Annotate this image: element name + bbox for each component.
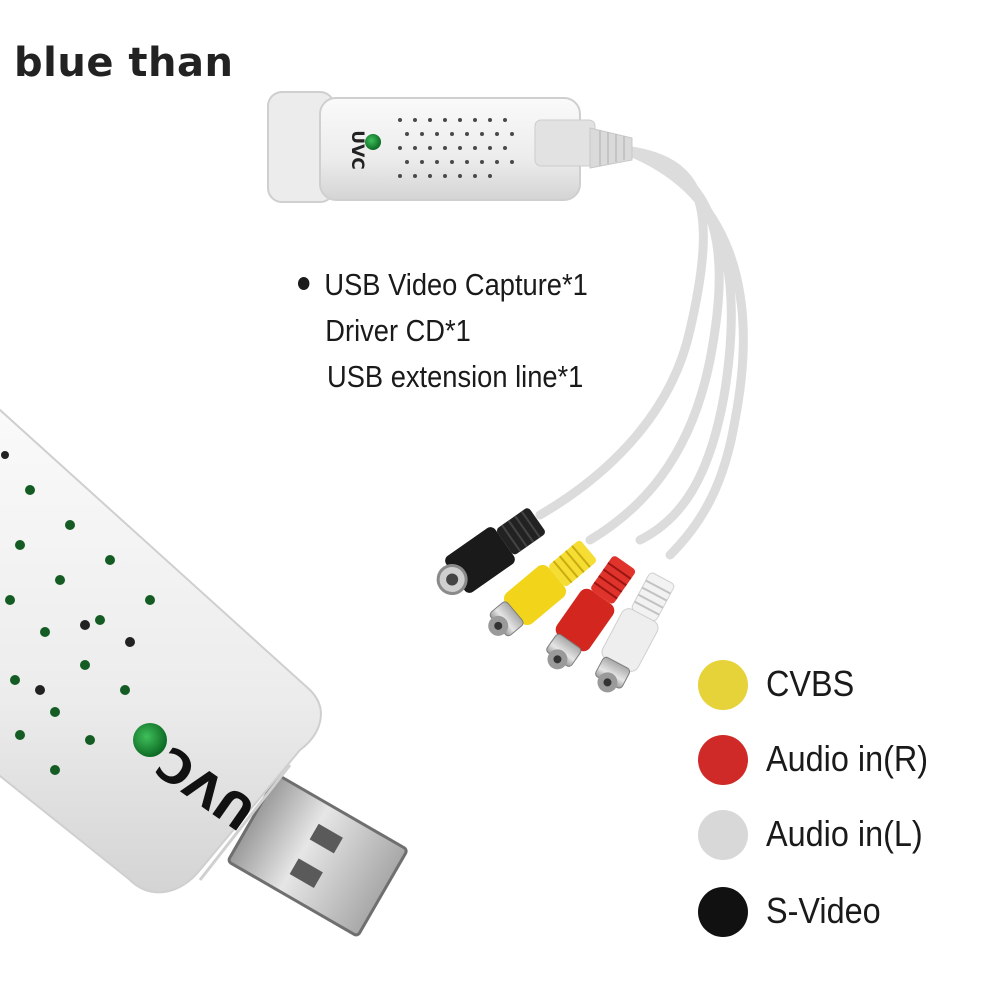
device-label-small: UVC — [347, 130, 367, 169]
red-swatch-icon — [698, 735, 748, 785]
black-swatch-icon — [698, 887, 748, 937]
package-contents-list: USB Video Capture*1 Driver CD*1 USB exte… — [298, 262, 597, 400]
contents-item: USB Video Capture*1 — [298, 262, 597, 308]
s-video-plug — [436, 508, 545, 596]
yellow-swatch-icon — [698, 660, 748, 710]
audio-left-plug — [595, 572, 675, 693]
usb-connector — [227, 774, 408, 937]
usb-capture-device: UVC — [267, 91, 633, 203]
brand-name: blue than — [14, 40, 234, 86]
contents-item: Driver CD*1 — [325, 313, 471, 348]
led-indicator-large-icon — [133, 723, 167, 757]
usb-device-closeup: UVC — [0, 408, 408, 937]
contents-item: USB extension line*1 — [327, 359, 584, 394]
av-cables — [535, 145, 748, 560]
white-swatch-icon — [698, 810, 748, 860]
led-indicator-icon — [365, 134, 381, 150]
cvbs-plug — [488, 540, 596, 637]
audio-right-plug — [546, 556, 636, 670]
bullet-icon — [298, 277, 310, 291]
